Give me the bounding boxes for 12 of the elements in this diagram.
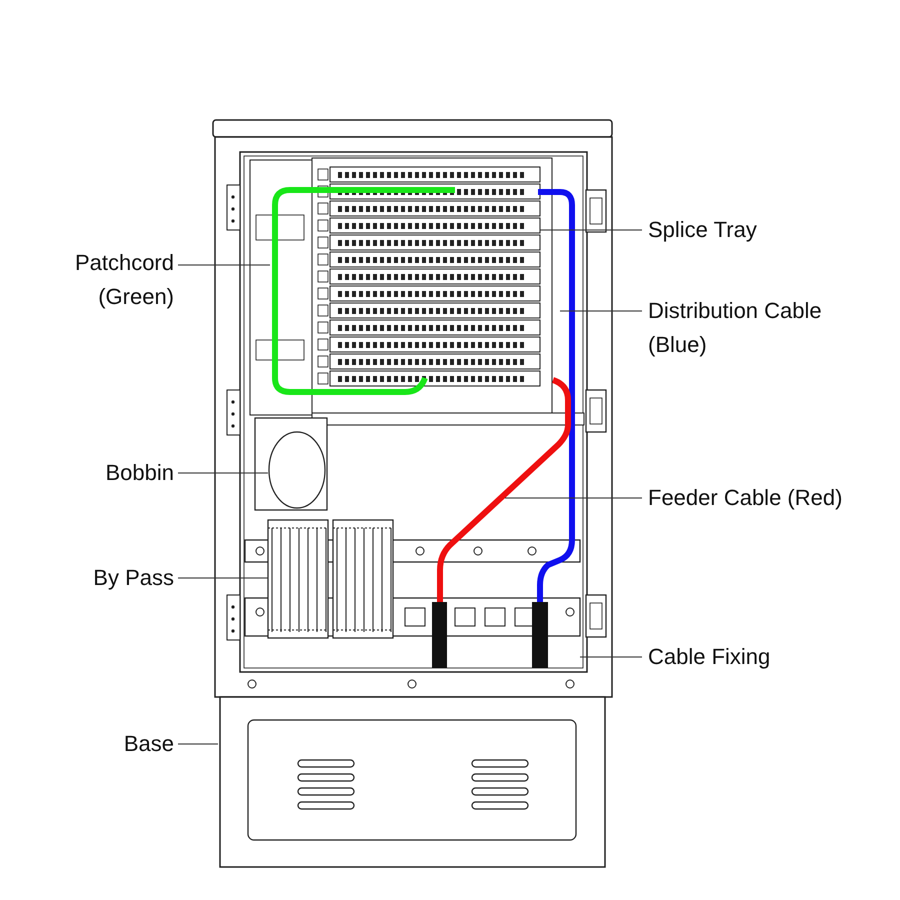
leader-line xyxy=(178,472,268,474)
leader-line xyxy=(178,264,270,266)
callout-label: Splice Tray xyxy=(648,213,848,247)
callout-label: Feeder Cable (Red) xyxy=(648,481,848,515)
callout-label: Distribution Cable (Blue) xyxy=(648,294,848,362)
callout-label: By Pass xyxy=(70,561,174,595)
leader-line xyxy=(580,656,642,658)
callout-label: Base xyxy=(100,727,174,761)
leader-line xyxy=(560,310,642,312)
callout-label: Cable Fixing xyxy=(648,640,848,674)
callout-label: Bobbin xyxy=(80,456,174,490)
callout-label: Patchcord (Green) xyxy=(60,246,174,314)
